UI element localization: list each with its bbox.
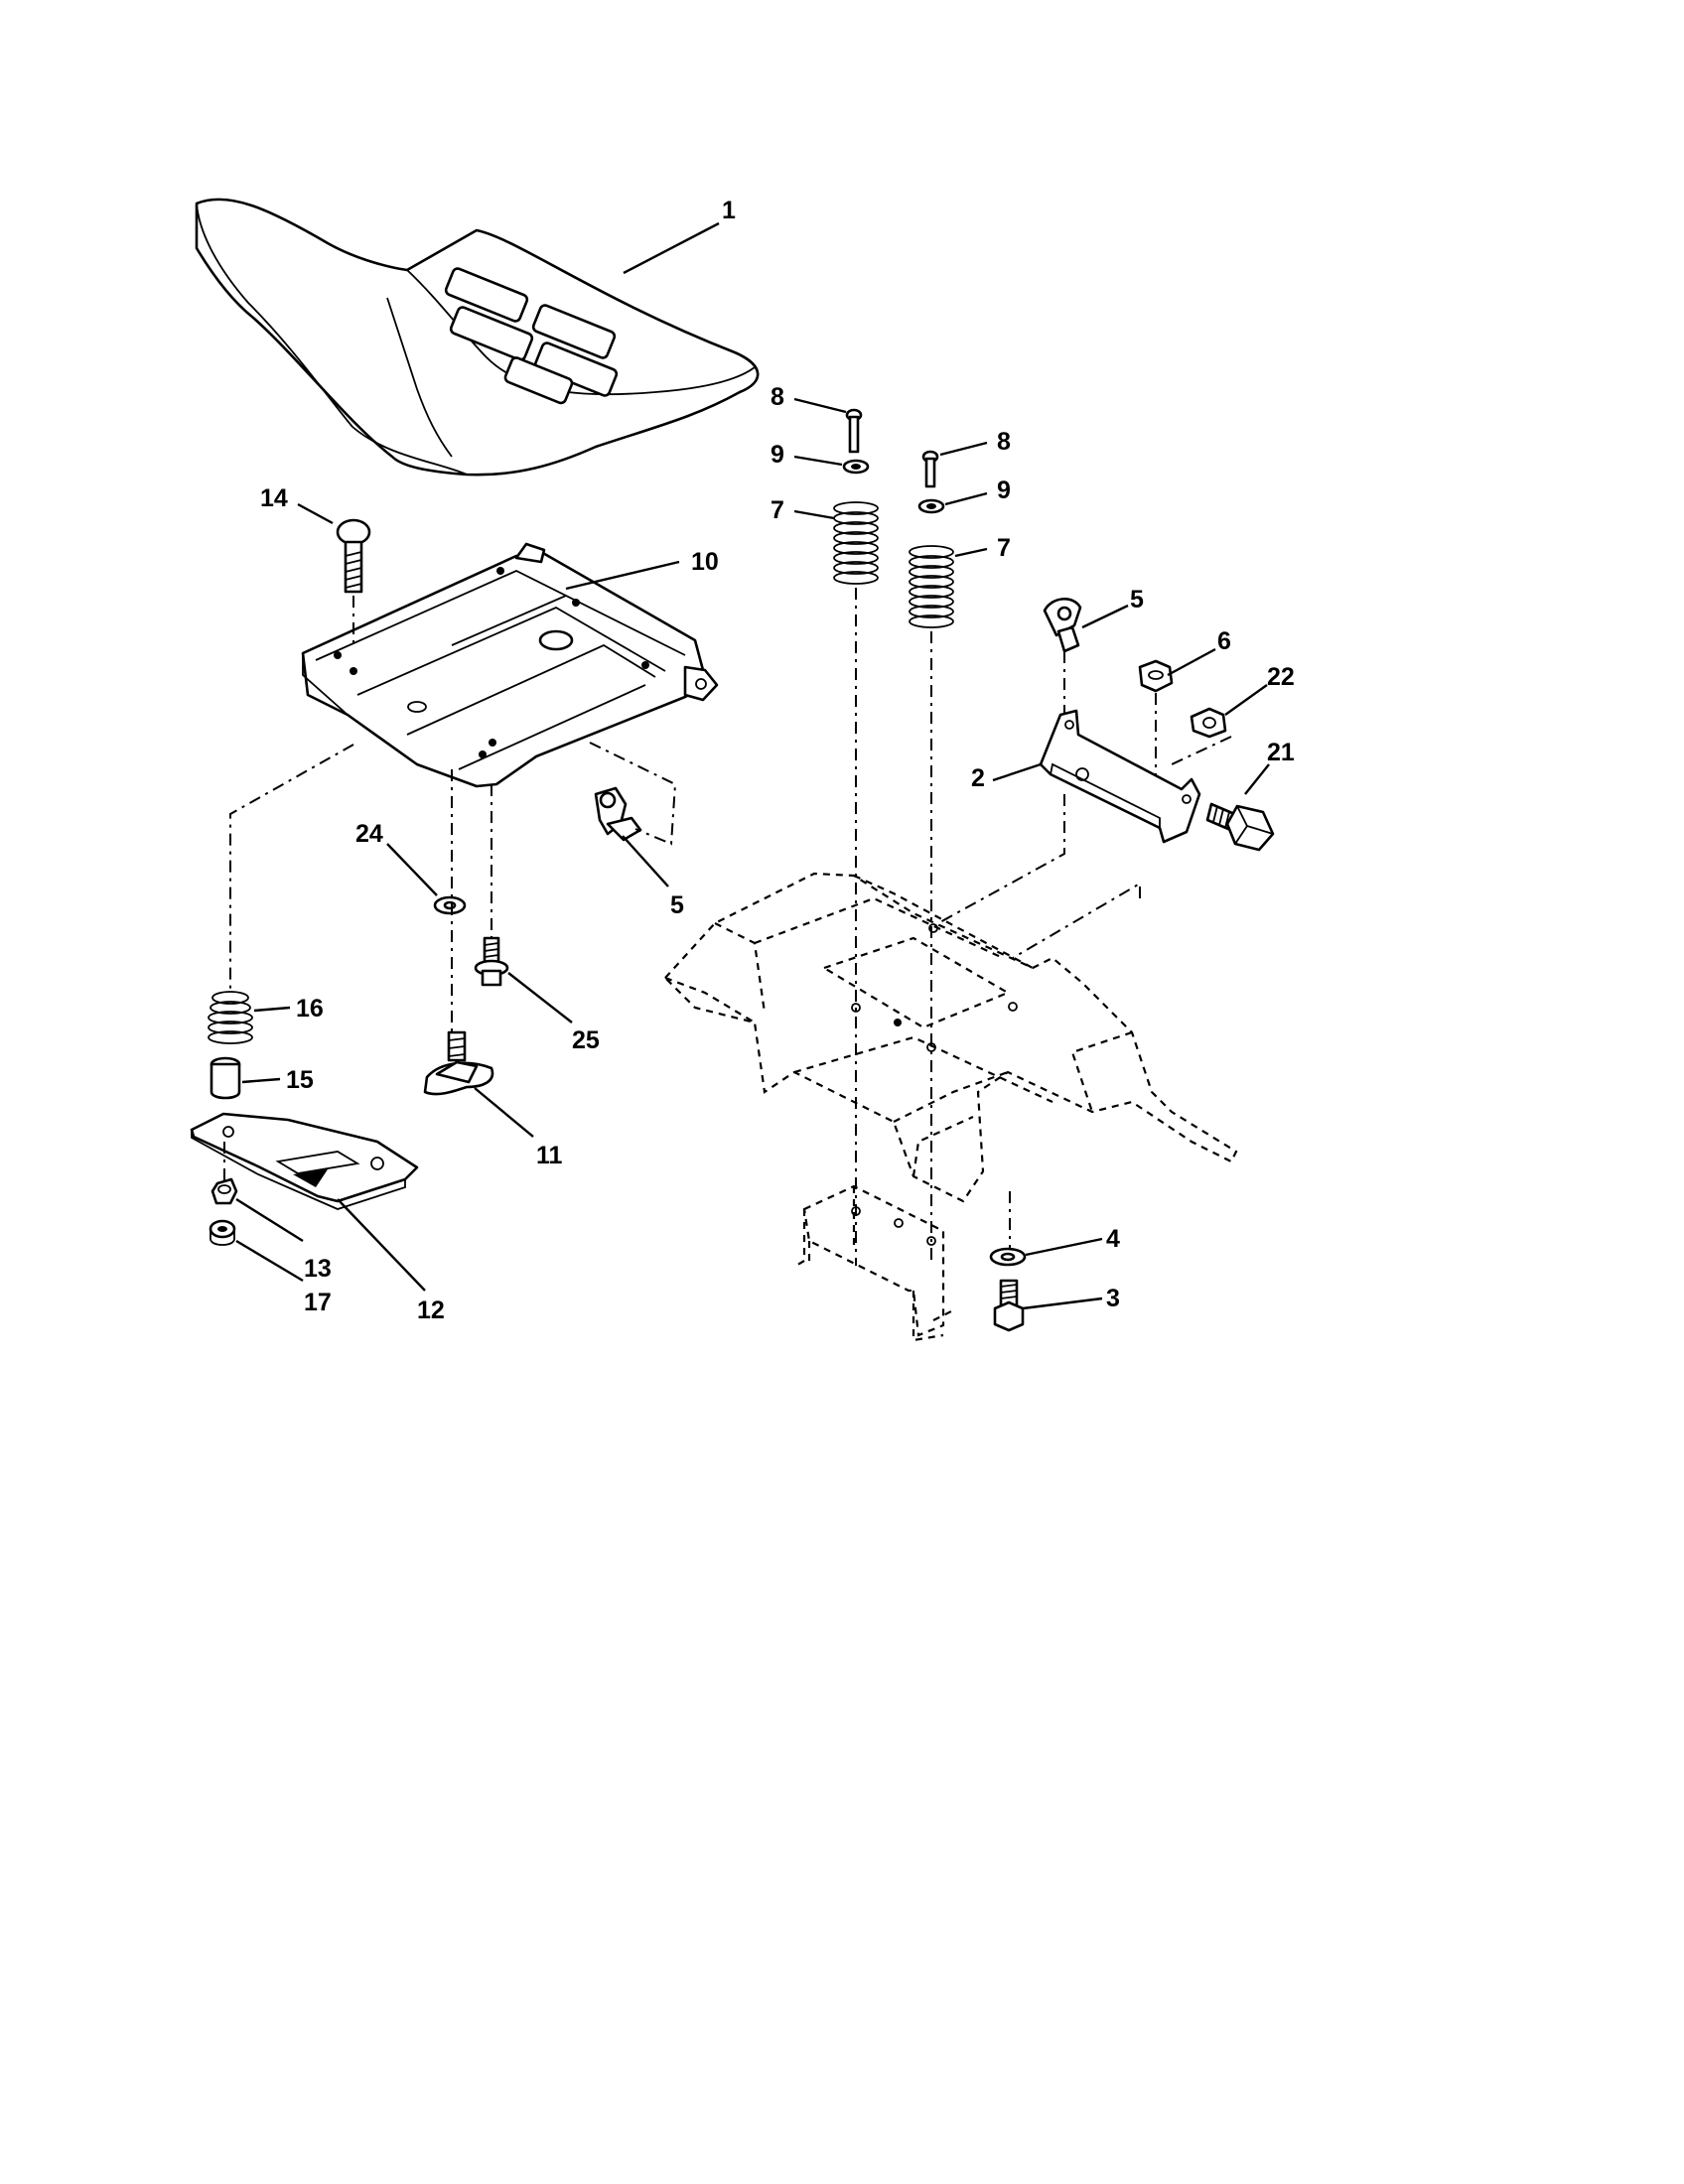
callout-5a: 5 [670,891,684,919]
hex-bolt-21[interactable] [1205,802,1275,852]
callout-14: 14 [260,484,288,512]
callout-2: 2 [971,764,985,792]
callout-3: 3 [1106,1285,1120,1312]
callout-16: 16 [296,995,324,1023]
flat-washer-4[interactable] [989,1247,1027,1267]
seat[interactable] [195,198,760,477]
flat-washer-24[interactable] [433,895,467,915]
spring-7-right[interactable] [909,545,954,628]
washer-9-right[interactable] [917,498,945,514]
adjustment-plate[interactable] [190,1112,419,1210]
callout-9a: 9 [771,441,784,469]
clip-right[interactable] [1043,598,1082,653]
carriage-bolt[interactable] [336,518,371,594]
callout-13: 13 [304,1255,332,1283]
clip-left[interactable] [594,786,642,842]
callout-4: 4 [1106,1225,1120,1253]
callout-11: 11 [536,1142,563,1169]
callout-7b: 7 [997,534,1011,562]
tractor-frame-phantom [663,872,1238,1203]
callout-9b: 9 [997,477,1011,504]
seat-bracket[interactable] [1039,709,1201,844]
callout-8a: 8 [771,383,784,411]
callout-8b: 8 [997,428,1011,456]
bushing[interactable] [210,1056,241,1100]
mount-box-phantom [793,1184,954,1342]
callout-1: 1 [722,197,736,224]
shoulder-bolt[interactable] [474,936,509,987]
seat-pan[interactable] [301,542,719,788]
callout-6: 6 [1217,627,1231,655]
callout-22: 22 [1267,663,1295,691]
callout-24: 24 [355,820,383,848]
callout-17: 17 [304,1289,332,1316]
bolt-8-right[interactable] [921,450,939,488]
callout-5b: 5 [1130,586,1144,614]
compression-spring[interactable] [208,991,253,1044]
washer-9-left[interactable] [842,459,870,475]
seat-knob[interactable] [423,1030,494,1096]
callout-10: 10 [691,548,719,576]
callout-25: 25 [572,1026,600,1054]
bolt-8-left[interactable] [845,408,863,454]
hex-nut-13[interactable] [210,1177,238,1205]
hex-nut-6[interactable] [1138,659,1174,693]
lock-washer-17[interactable] [209,1219,236,1246]
callout-15: 15 [286,1066,314,1094]
callout-21: 21 [1267,739,1295,766]
hex-bolt-3[interactable] [993,1279,1025,1332]
hex-nut-22[interactable] [1190,707,1227,739]
spring-7-left[interactable] [833,501,879,585]
callout-12: 12 [417,1297,445,1324]
callout-7a: 7 [771,496,784,524]
